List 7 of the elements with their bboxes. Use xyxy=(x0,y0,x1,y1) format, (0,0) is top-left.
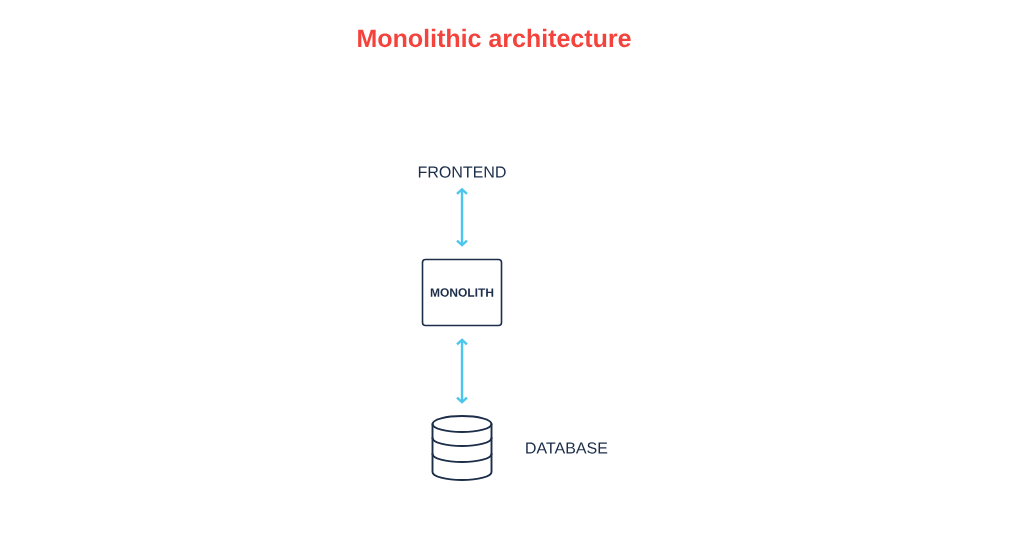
node-label: DATABASE xyxy=(526,442,608,454)
title: Monolithic architecture xyxy=(358,28,631,48)
database-cylinder xyxy=(431,415,493,481)
node-label: FRONTEND xyxy=(418,166,506,178)
double-arrow xyxy=(456,187,468,247)
double-arrow xyxy=(456,338,468,404)
process-box: MONOLITH xyxy=(421,258,503,327)
